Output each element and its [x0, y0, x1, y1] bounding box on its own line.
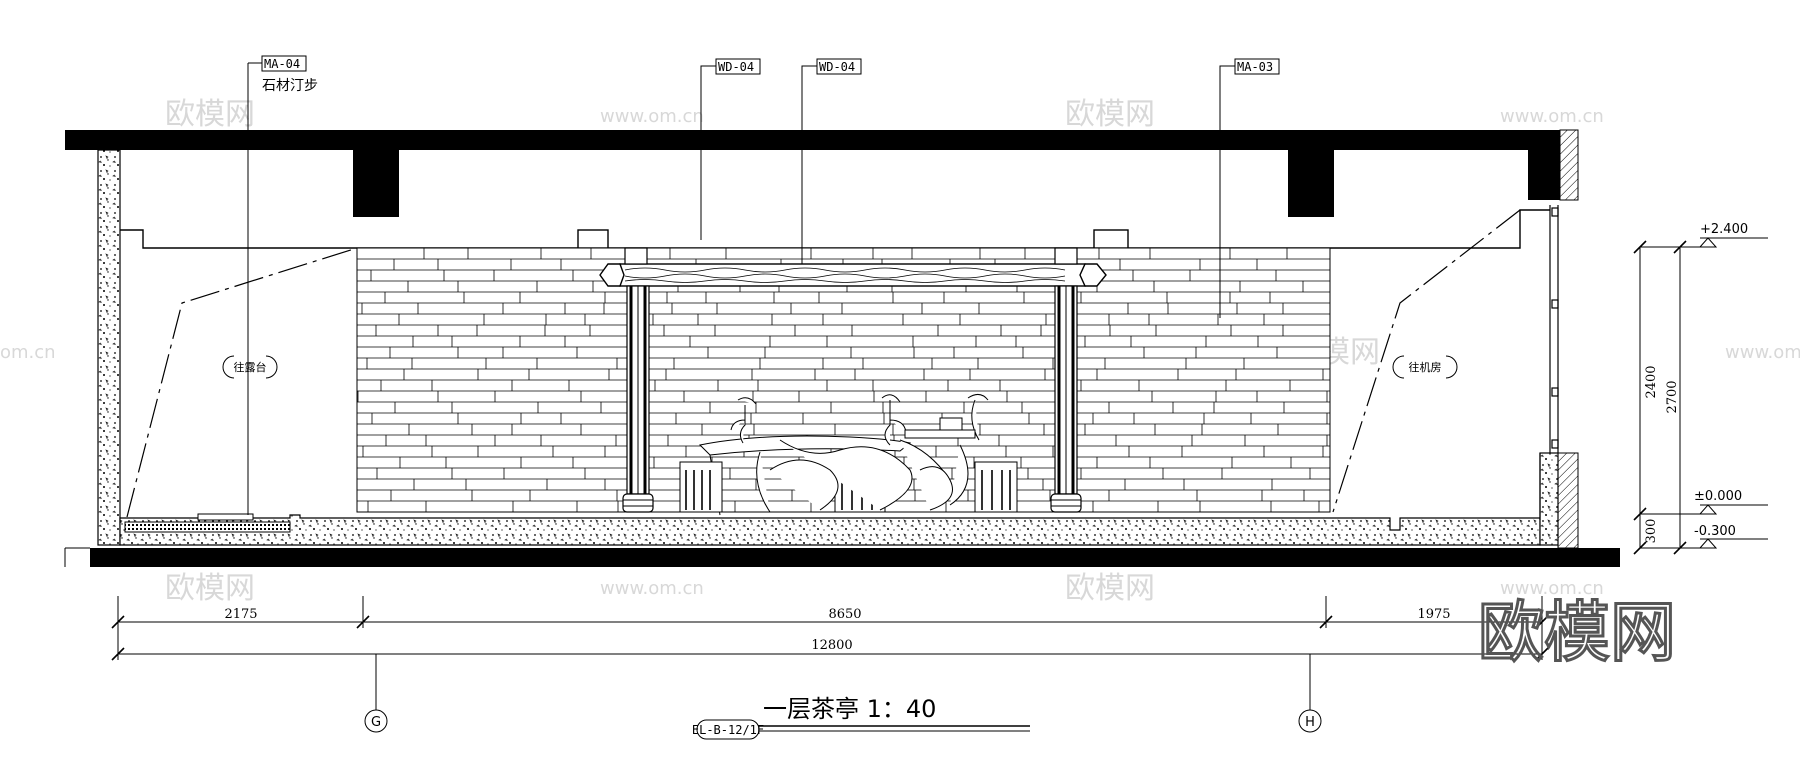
dim-segment: 8650 — [828, 607, 861, 622]
roof-slab — [65, 130, 1560, 217]
callout-ma03: MA-03 — [1219, 58, 1280, 318]
opening-text-right: 往机房 — [1409, 360, 1442, 374]
drawing-title: 一层茶亭 1：40 — [763, 695, 936, 723]
vertical-dimensions — [1633, 240, 1700, 555]
opening-text-left: 往露台 — [234, 360, 267, 374]
watermark-brand: 欧模网 — [1065, 571, 1155, 606]
column-left — [622, 285, 654, 513]
right-wall-hatch-bottom — [1557, 452, 1579, 549]
watermark-url: www.om.cn — [1500, 578, 1604, 599]
stepping-stone-cap — [197, 513, 254, 521]
sheet-reference: EL-B-12/1F — [692, 719, 1030, 740]
level-marker-top: +2.400 — [1698, 222, 1768, 248]
ceiling-line — [120, 209, 1550, 249]
grid-axis-h: H — [1298, 654, 1322, 733]
sheet-ref-text: EL-B-12/1F — [692, 723, 764, 737]
callout-wd04-b: WD-04 — [801, 58, 862, 264]
watermark-url: www.om.cn — [1500, 106, 1604, 127]
ramp-line-left — [126, 247, 358, 518]
watermark-url: www.om.cn — [600, 106, 704, 127]
timber-beam — [599, 247, 1107, 287]
watermark-brand: 欧模网 — [165, 97, 255, 132]
grid-axis-label: G — [371, 715, 381, 730]
right-door-frame — [1539, 205, 1559, 520]
opening-label-right: 往机房 — [1392, 355, 1458, 379]
grid-axis-g: G — [364, 654, 388, 733]
level-marker-bottom: -0.300 — [1694, 524, 1768, 549]
tea-table-set — [679, 394, 1018, 516]
ramp-line-right — [1332, 209, 1521, 513]
horizontal-dimensions — [111, 596, 1549, 661]
stepping-stone — [124, 521, 291, 533]
watermark-brand: 欧模网 — [1065, 97, 1155, 132]
callout-code: WD-04 — [819, 60, 855, 74]
dim-vertical-base: 300 — [1644, 519, 1659, 544]
level-marker-zero: ±0.000 — [1694, 489, 1768, 515]
dim-vertical-inner: 2400 — [1644, 365, 1659, 398]
level-label: -0.300 — [1694, 524, 1736, 539]
watermark-url: www.om.cn — [600, 578, 704, 599]
callout-wd04-a: WD-04 — [700, 58, 761, 240]
opening-label-left: 往露台 — [222, 355, 278, 379]
watermark-brand: 欧模网 — [165, 571, 255, 606]
ground-beam — [90, 548, 1620, 567]
dim-overall: 12800 — [811, 638, 852, 653]
callout-code: MA-03 — [1237, 60, 1273, 74]
right-wall-lower — [1539, 452, 1559, 546]
dim-vertical-outer: 2700 — [1665, 380, 1680, 413]
level-label: +2.400 — [1700, 222, 1748, 237]
dim-segment: 1975 — [1417, 607, 1450, 622]
dim-segment: 2175 — [224, 607, 257, 622]
logo-watermark: 欧模网 — [1478, 594, 1676, 671]
callout-code: WD-04 — [718, 60, 754, 74]
level-label: ±0.000 — [1694, 489, 1742, 504]
grid-axis-label: H — [1305, 715, 1315, 730]
column-right — [1050, 285, 1082, 513]
floor-slab — [119, 514, 1541, 546]
right-wall-hatch-top — [1559, 129, 1579, 201]
left-wall — [97, 149, 121, 546]
watermark-url-partial: om.cn — [0, 342, 56, 363]
callout-code: MA-04 — [264, 57, 300, 71]
callout-ma04: MA-04 石材汀步 — [247, 55, 318, 515]
watermark-url: www.om.cn — [1725, 342, 1800, 363]
callout-note: 石材汀步 — [262, 78, 318, 94]
